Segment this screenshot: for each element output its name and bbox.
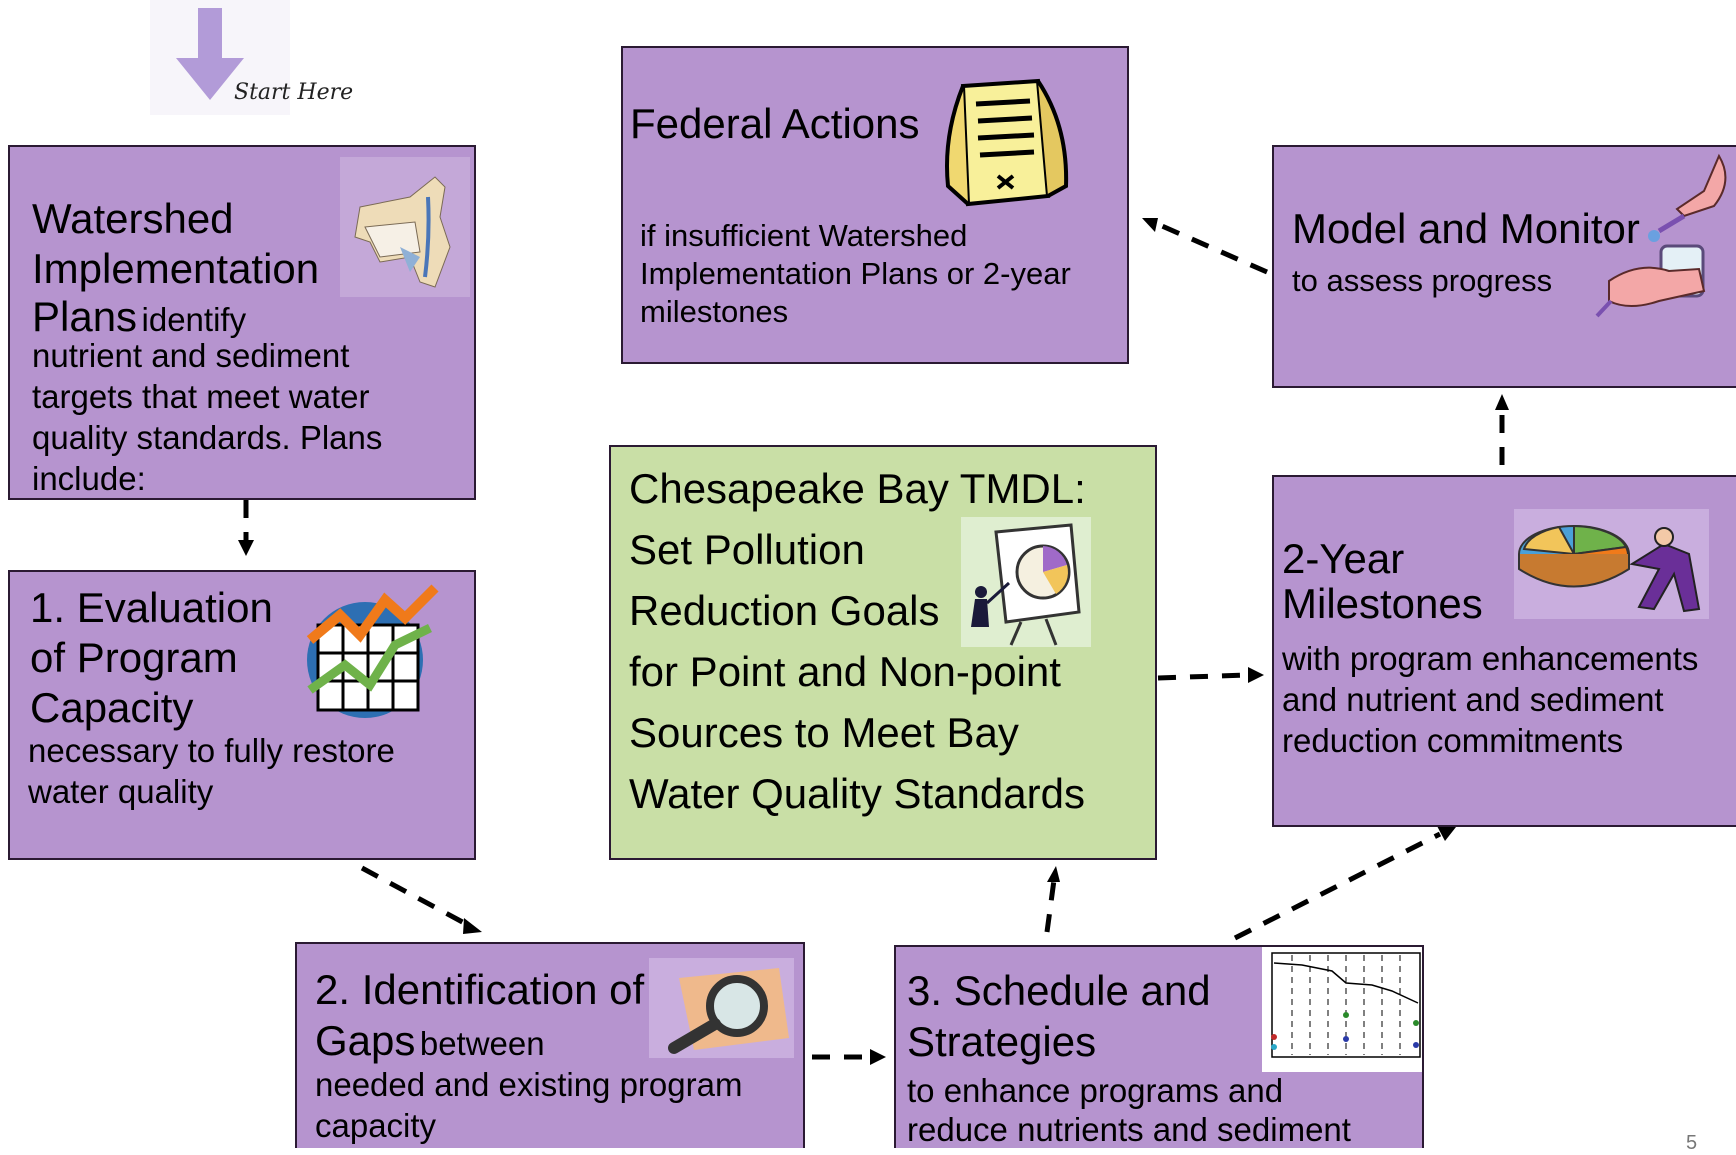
arrowhead bbox=[463, 918, 482, 934]
pie-chart-person-icon bbox=[1514, 509, 1709, 619]
wip-title-line3-row: Plans identify bbox=[32, 293, 246, 341]
start-here-label: Start Here bbox=[234, 80, 354, 105]
presentation-pie-icon bbox=[961, 517, 1091, 647]
line-graph-icon bbox=[1262, 947, 1422, 1072]
evaluation-title-line: 1. Evaluation bbox=[30, 584, 273, 631]
schedule-title-line: Strategies bbox=[907, 1018, 1097, 1065]
arrowhead bbox=[1047, 866, 1060, 882]
wip-body-line: include: bbox=[32, 460, 146, 497]
wip-body-line: targets that meet water bbox=[32, 378, 370, 415]
federal-title: Federal Actions bbox=[630, 100, 920, 147]
schedule-box: 3. Schedule and Strategies to enhance pr… bbox=[894, 945, 1424, 1148]
federal-body-line: milestones bbox=[640, 294, 789, 329]
evaluation-title-line: of Program bbox=[30, 634, 238, 681]
federal-body-line: if insufficient Watershed bbox=[640, 218, 968, 253]
wip-body-line: nutrient and sediment bbox=[32, 337, 350, 374]
model-title: Model and Monitor bbox=[1292, 205, 1640, 252]
wip-inline-text: identify bbox=[141, 301, 247, 338]
evaluation-title-line: Capacity bbox=[30, 684, 194, 731]
gaps-title-line2-row: Gaps between bbox=[315, 1017, 545, 1065]
gaps-body-line: needed and existing program bbox=[315, 1066, 743, 1103]
tmdl-line: Chesapeake Bay TMDL: bbox=[629, 465, 1086, 512]
wip-title-line3: Plans bbox=[32, 293, 138, 340]
arrowhead bbox=[1437, 826, 1456, 841]
evaluation-body-line: water quality bbox=[28, 773, 214, 810]
arrowhead bbox=[238, 540, 254, 556]
model-monitor-box: Model and Monitor to assess progress bbox=[1272, 145, 1736, 388]
tmdl-line: Water Quality Standards bbox=[629, 770, 1085, 817]
schedule-body-line: reduce nutrients and sediment bbox=[907, 1111, 1351, 1148]
milestones-box: 2-Year Milestones with program enhanceme… bbox=[1272, 475, 1736, 827]
arrowhead bbox=[1248, 667, 1264, 683]
start-arrow-icon bbox=[150, 0, 290, 115]
tmdl-box: Chesapeake Bay TMDL: Set Pollution Reduc… bbox=[609, 445, 1157, 860]
tmdl-line: for Point and Non-point bbox=[629, 648, 1061, 695]
page-number: 5 bbox=[1686, 1132, 1698, 1154]
milestones-title-line: Milestones bbox=[1282, 580, 1483, 627]
watershed-plans-box: Watershed Implementation Plans identify … bbox=[8, 145, 476, 500]
magnifying-glass-icon bbox=[649, 958, 794, 1058]
tmdl-line: Set Pollution bbox=[629, 526, 865, 573]
federal-actions-box: Federal Actions if insufficient Watershe… bbox=[621, 46, 1129, 364]
wip-title-line2: Implementation bbox=[32, 245, 320, 292]
gaps-body-line: capacity bbox=[315, 1107, 437, 1144]
rising-chart-icon bbox=[306, 584, 439, 718]
arrowhead bbox=[870, 1049, 886, 1065]
tmdl-line: Reduction Goals bbox=[629, 587, 940, 634]
wip-title-line1: Watershed bbox=[32, 195, 234, 242]
model-body: to assess progress bbox=[1292, 263, 1553, 298]
schedule-body-line: to enhance programs and bbox=[907, 1072, 1284, 1109]
gaps-title-line2: Gaps bbox=[315, 1017, 416, 1064]
schedule-title-line: 3. Schedule and bbox=[907, 967, 1211, 1014]
milestones-body-line: and nutrient and sediment bbox=[1282, 681, 1664, 718]
tmdl-line: Sources to Meet Bay bbox=[629, 709, 1019, 756]
wip-body-line: quality standards. Plans bbox=[32, 419, 383, 456]
arrowhead bbox=[1495, 394, 1509, 410]
gaps-box: 2. Identification of Gaps between needed… bbox=[295, 942, 805, 1148]
milestones-title-line: 2-Year bbox=[1282, 535, 1405, 582]
arrowhead bbox=[1142, 218, 1158, 232]
gaps-title-line1: 2. Identification of bbox=[315, 966, 645, 1013]
federal-body-line: Implementation Plans or 2-year bbox=[640, 256, 1071, 291]
milestones-body-line: with program enhancements bbox=[1282, 640, 1699, 677]
milestones-body-line: reduction commitments bbox=[1282, 722, 1624, 759]
gaps-inline-text: between bbox=[419, 1025, 545, 1062]
document-scroll-icon bbox=[945, 78, 1069, 207]
evaluation-box: 1. Evaluation of Program Capacity necess… bbox=[8, 570, 476, 860]
evaluation-body-line: necessary to fully restore bbox=[28, 732, 395, 769]
chesapeake-map-icon bbox=[340, 157, 470, 297]
water-sample-icon bbox=[1595, 153, 1727, 318]
